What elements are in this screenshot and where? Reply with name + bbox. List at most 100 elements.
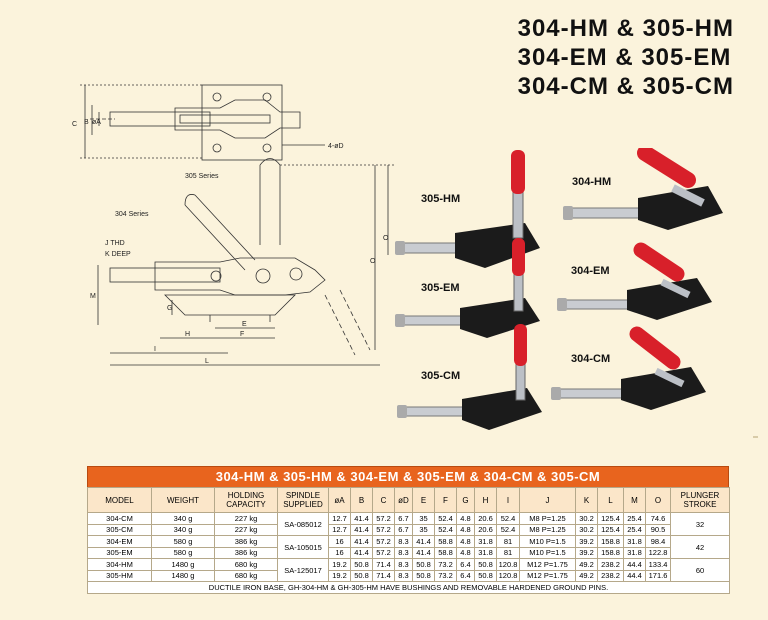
- table-cell: SA-105015: [277, 535, 329, 559]
- table-cell: 39.2: [575, 535, 598, 548]
- table-cell: 41.4: [350, 512, 373, 525]
- table-cell: 41.4: [412, 535, 435, 548]
- table-cell: 49.2: [575, 558, 598, 571]
- title-block: 304-HM & 305-HM 304-EM & 305-EM 304-CM &…: [518, 14, 734, 101]
- table-cell: M12 P=1.75: [519, 569, 576, 582]
- table-cell: 4.8: [456, 546, 475, 559]
- table-cell: 41.4: [350, 546, 373, 559]
- table-cell: 57.2: [372, 535, 395, 548]
- table-cell: 125.4: [597, 523, 624, 536]
- table-cell: 158.8: [597, 535, 624, 548]
- table-cell: 25.4: [623, 523, 646, 536]
- table-cell: 6.4: [456, 569, 475, 582]
- dim-label-a: øA: [92, 119, 101, 126]
- column-header: HOLDING CAPACITY: [214, 487, 278, 513]
- table-cell: 50.8: [412, 558, 435, 571]
- dim-label-o-outer: O: [383, 235, 389, 242]
- table-cell: 41.4: [412, 546, 435, 559]
- table-cell: 81: [496, 546, 520, 559]
- table-cell: 8.3: [394, 569, 413, 582]
- table-cell: 31.8: [623, 535, 646, 548]
- table-cell: 74.6: [645, 512, 671, 525]
- table-cell: 580 g: [151, 535, 215, 548]
- table-cell: 16: [328, 535, 351, 548]
- table-cell: 58.8: [434, 546, 457, 559]
- table-footnote-row: DUCTILE IRON BASE, GH-304-HM & GH-305-HM…: [87, 581, 730, 594]
- technical-drawing: C B øA 4-øD 305 Series 304 Series J THD …: [72, 84, 395, 366]
- side-view-body: [154, 257, 326, 296]
- table-cell: 386 kg: [214, 546, 278, 559]
- table-cell: 304-HM: [87, 558, 152, 571]
- table-cell: 31.8: [474, 546, 497, 559]
- table-cell: 16: [328, 546, 351, 559]
- table-cell: 227 kg: [214, 512, 278, 525]
- table-cell: 158.8: [597, 546, 624, 559]
- table-cell: 12.7: [328, 523, 351, 536]
- table-cell: 35: [412, 523, 435, 536]
- table-cell: 120.8: [496, 558, 520, 571]
- dim-label-b: B: [84, 119, 89, 126]
- table-cell: 580 g: [151, 546, 215, 559]
- column-header: H: [474, 487, 497, 513]
- mount-hole: [212, 143, 222, 153]
- product-label-304-em: 304-EM: [571, 265, 610, 277]
- table-cell: 31.8: [474, 535, 497, 548]
- spec-table-container: 304-HM & 305-HM & 304-EM & 305-EM & 304-…: [87, 466, 730, 594]
- table-cell: 340 g: [151, 523, 215, 536]
- table-cell: 8.3: [394, 535, 413, 548]
- table-cell: 52.4: [434, 512, 457, 525]
- table-cell: 8.3: [394, 558, 413, 571]
- label-304-series: 304 Series: [115, 211, 149, 218]
- column-header: G: [456, 487, 475, 513]
- column-header: WEIGHT: [151, 487, 215, 513]
- dim-label-f: F: [240, 331, 244, 338]
- table-cell: 25.4: [623, 512, 646, 525]
- label-305-series: 305 Series: [185, 173, 219, 180]
- dim-label-g: G: [167, 305, 172, 312]
- clamp-304-em-image: [557, 242, 712, 320]
- table-cell: 90.5: [645, 523, 671, 536]
- table-footnote: DUCTILE IRON BASE, GH-304-HM & GH-305-HM…: [87, 581, 730, 594]
- top-view-plate: [201, 84, 283, 161]
- column-header: M: [623, 487, 646, 513]
- clamp-304-hm-image: [563, 148, 723, 230]
- table-cell: M10 P=1.5: [519, 546, 576, 559]
- clamp-304-cm-image: [551, 326, 706, 410]
- dim-label-e: E: [242, 321, 247, 328]
- spec-table-title: 304-HM & 305-HM & 304-EM & 305-EM & 304-…: [87, 466, 729, 487]
- top-view-body: [174, 99, 301, 139]
- table-cell: 32: [670, 512, 730, 536]
- table-cell: 50.8: [412, 569, 435, 582]
- table-cell: 81: [496, 535, 520, 548]
- edge-mark: [753, 436, 758, 438]
- column-header: I: [496, 487, 520, 513]
- column-header: B: [350, 487, 373, 513]
- table-cell: 30.2: [575, 523, 598, 536]
- table-cell: 6.7: [394, 512, 413, 525]
- top-view-slot: [179, 114, 271, 124]
- column-header: K: [575, 487, 598, 513]
- table-cell: 44.4: [623, 569, 646, 582]
- product-label-304-hm: 304-HM: [572, 176, 612, 188]
- table-cell: 50.8: [474, 569, 497, 582]
- table-cell: 71.4: [372, 558, 395, 571]
- table-cell: 57.2: [372, 546, 395, 559]
- table-cell: 73.2: [434, 569, 457, 582]
- table-cell: 1480 g: [151, 569, 215, 582]
- table-cell: 120.8: [496, 569, 520, 582]
- column-header: øA: [328, 487, 351, 513]
- table-cell: 227 kg: [214, 523, 278, 536]
- table-cell: 305-CM: [87, 523, 152, 536]
- column-header: L: [597, 487, 624, 513]
- table-cell: 49.2: [575, 569, 598, 582]
- title-line-cm: 304-CM & 305-CM: [517, 73, 734, 100]
- table-cell: 52.4: [496, 523, 520, 536]
- column-header: E: [412, 487, 435, 513]
- clamp-305-hm-image: [395, 150, 540, 268]
